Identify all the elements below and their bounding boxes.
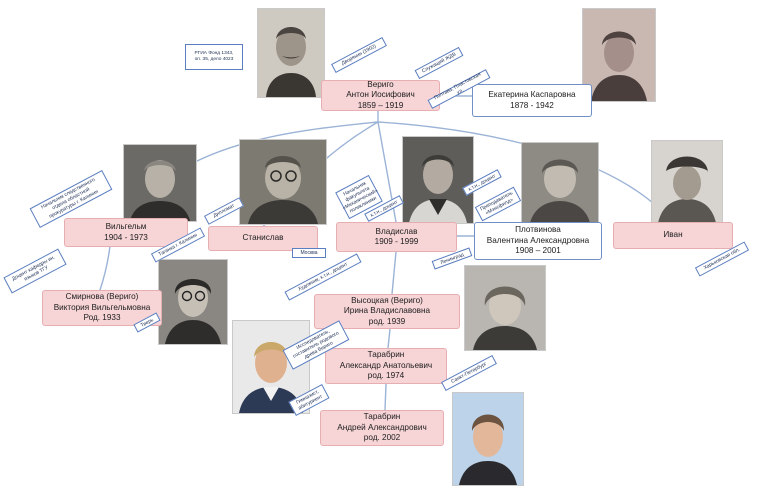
person-name: Валентина Александровна [486,235,590,245]
person-dates: 1859 – 1919 [357,100,404,110]
person-name: Антон Иосифович [346,90,415,100]
person-ekaterina: Екатерина Каспаровна 1878 - 1942 [472,84,592,117]
portrait-young-man-icon [453,393,523,485]
person-ivan: Иван [613,222,733,249]
photo-ekaterina [582,8,656,102]
photo-smirnova [158,259,228,345]
portrait-man-fur-hat-icon [652,141,722,223]
portrait-man-icon [124,145,196,221]
person-vilgelm: Вильгельм 1904 - 1973 [64,218,188,247]
portrait-woman-glasses-icon [159,260,227,344]
person-dates: род. 2002 [363,433,401,443]
person-vladislav: Владислав 1909 - 1999 [336,222,457,252]
person-name: Вильгельм [105,222,147,231]
person-dates: род. 1974 [367,371,405,381]
person-plotnikova: Плотвинова Валентина Александровна 1908 … [474,222,602,260]
person-name: Владислав [375,226,418,236]
person-stanislav: Станислав [208,226,318,251]
person-name: Станислав [242,233,284,243]
person-vysotskaya: Высоцкая (Вериго) Ирина Владиславовна ро… [314,294,460,329]
portrait-woman-icon [522,143,598,223]
person-anton-verigo: Вериго Антон Иосифович 1859 – 1919 [321,80,440,111]
person-dates: Род. 1933 [83,313,121,323]
person-surname: Вериго [367,79,394,89]
link-vysotskaya-alexandr [387,328,391,349]
portrait-woman-icon [583,9,655,101]
portrait-man-mustache-icon [258,9,324,97]
person-name: Ирина Владиславовна [343,306,431,316]
person-name: Александр Анатольевич [339,360,433,370]
portrait-woman-icon [465,266,545,350]
person-name: Андрей Александрович [337,422,427,432]
link-vilgelm-smirnova [99,245,111,291]
person-dates: 1908 – 2001 [515,246,561,256]
photo-vilgelm [123,144,197,222]
note-archive: РГИА Фонд 1343,оп. 35, дело 4023 [185,44,243,70]
person-surname: Тарабрин [363,412,401,422]
person-surname: Высоцкая (Вериго) [351,295,423,305]
person-andrey: Тарабрин Андрей Александрович род. 2002 [320,410,444,446]
person-surname: Смирнова (Вериго) [65,292,139,302]
photo-anton [257,8,325,98]
photo-plotnikova [521,142,599,224]
photo-vysotskaya [464,265,546,351]
person-name: Екатерина Каспаровна [488,90,576,99]
note-stanislav-city: Москва [292,248,326,258]
photo-stanislav [239,139,327,225]
photo-ivan [651,140,723,224]
portrait-man-glasses-icon [240,140,326,224]
person-dates: 1878 - 1942 [510,100,554,110]
person-dates: 1909 - 1999 [374,237,419,246]
photo-andrey [452,392,524,486]
person-name: Виктория Вильгельмовна [53,302,151,312]
person-name: Иван [663,230,683,240]
photo-vladislav [402,136,474,224]
portrait-man-icon [403,137,473,223]
person-alexandr: Тарабрин Александр Анатольевич род. 1974 [325,348,447,384]
link-vladislav-vysotskaya [391,251,397,295]
person-surname: Плотвинова [515,225,561,235]
link-alexandr-andrey [384,383,387,411]
person-dates: 1904 - 1973 [104,232,148,242]
person-surname: Тарабрин [367,350,405,360]
person-dates: род. 1939 [368,316,406,326]
